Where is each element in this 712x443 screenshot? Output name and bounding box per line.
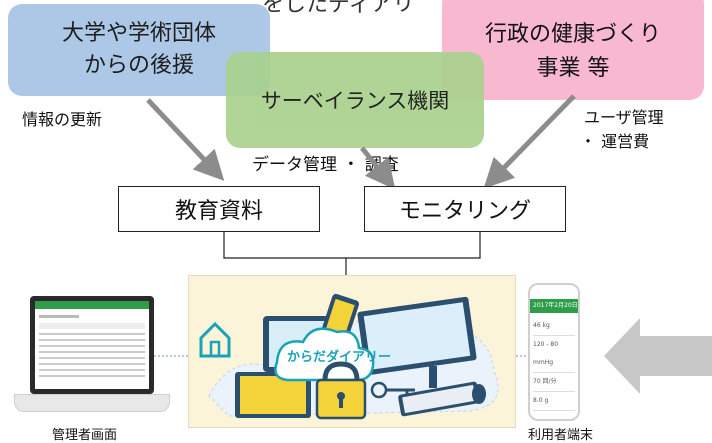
surveillance-label: サーベイランス機関	[260, 89, 450, 113]
laptop-icon	[235, 372, 311, 418]
admin-laptop-screen	[30, 296, 154, 394]
illustration-art	[199, 293, 499, 420]
monitoring-box: モニタリング	[364, 186, 566, 232]
admin-screen-caption: 管理者画面	[52, 428, 118, 443]
monitor-icon	[357, 296, 477, 388]
lock-icon	[315, 361, 367, 420]
key-icon	[370, 381, 415, 399]
karada-diary-illustration: からだダイアリー	[188, 275, 516, 428]
keyboard-icon	[398, 381, 480, 417]
data-management-label: データ管理 ・ 調査	[252, 155, 399, 175]
education-materials-box: 教育資料	[118, 186, 320, 232]
top-cropped-text: をしたディアリ	[262, 0, 415, 17]
phone-screen-header: 2017年2月20日	[530, 299, 578, 313]
arrow-to-education	[146, 98, 225, 181]
government-health-box: 行政の健康づくり 事業 等	[442, 0, 704, 100]
admin-laptop-base	[14, 394, 170, 412]
user-smartphone: 2017年2月20日 46 kg 120 - 80 mmHg 70 回/分 8.…	[528, 283, 580, 421]
arrow-to-monitoring-right	[483, 94, 576, 189]
blood-pressure-row: 120 - 80 mmHg	[533, 336, 575, 373]
government-line-2: 事業 等	[536, 56, 610, 81]
weight-row: 46 kg	[533, 317, 575, 336]
bracket-connector	[223, 232, 481, 276]
education-label: 教育資料	[174, 199, 263, 224]
user-management-line-2: ・ 運営費	[580, 132, 650, 151]
admin-app-header	[35, 301, 149, 309]
admin-table	[39, 315, 145, 377]
pulse-row: 70 回/分	[533, 373, 575, 392]
user-device-caption: 利用者端末	[528, 428, 594, 443]
info-update-label: 情報の更新	[22, 110, 103, 129]
karada-diary-logo: からだダイアリー	[287, 350, 392, 365]
university-line-1: 大学や学術団体	[61, 21, 216, 46]
mouse-icon	[472, 384, 486, 404]
home-icon	[199, 321, 231, 358]
surveillance-box: サーベイランス機関	[226, 52, 484, 148]
incoming-gray-arrow	[604, 318, 712, 394]
government-line-1: 行政の健康づくり	[484, 22, 661, 47]
monitoring-label: モニタリング	[398, 199, 531, 224]
university-line-2: からの後援	[83, 53, 194, 78]
user-management-line-1: ユーザ管理	[584, 108, 664, 127]
hba1c-row: 8.0 g	[533, 392, 575, 411]
arrow-to-monitoring-center	[360, 146, 396, 190]
